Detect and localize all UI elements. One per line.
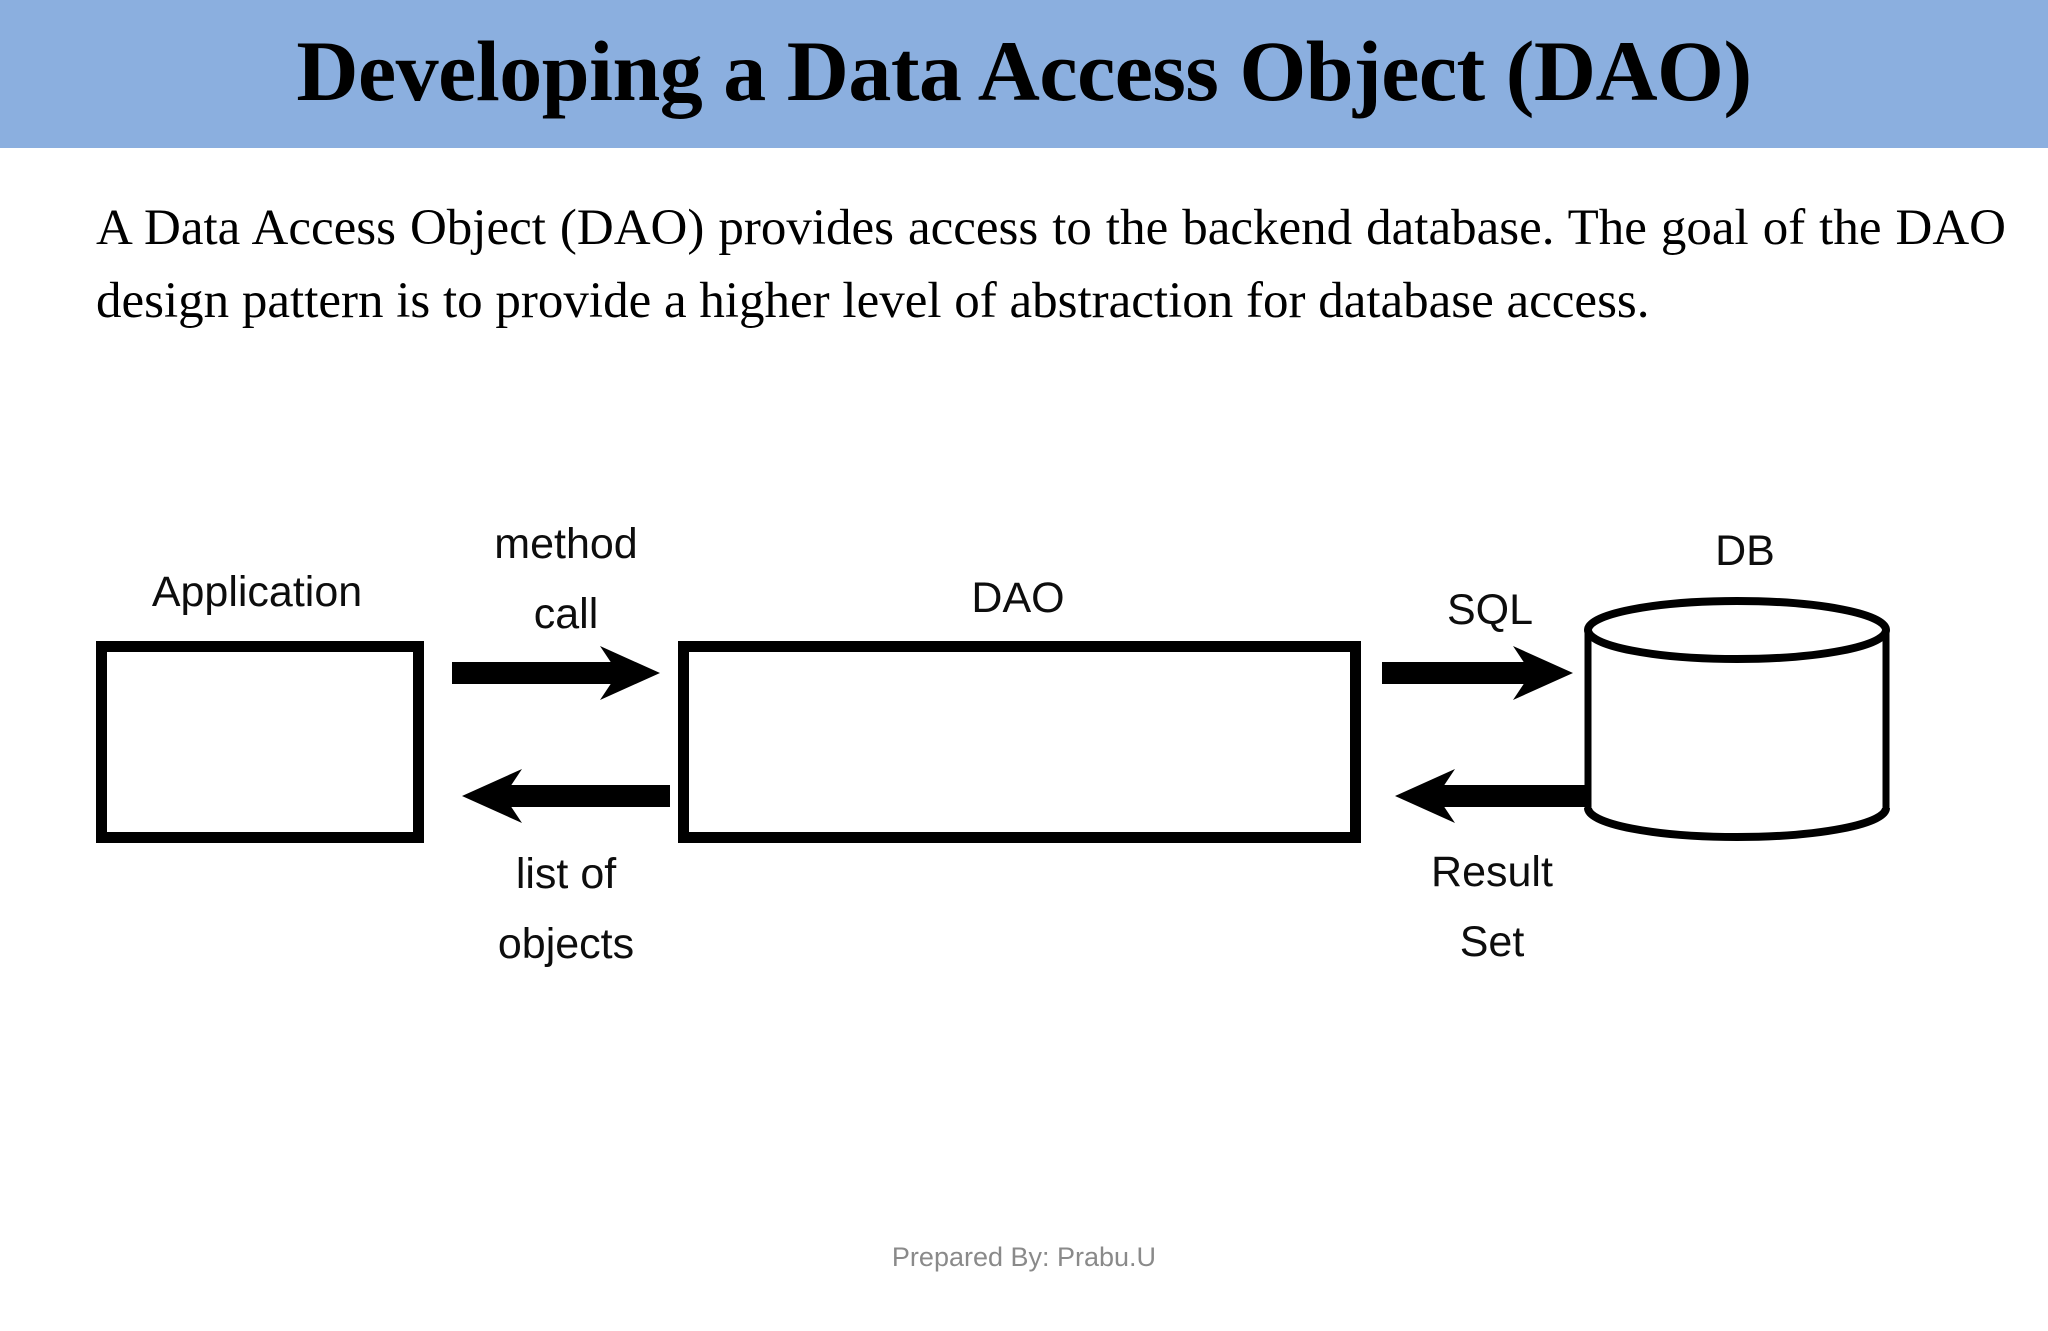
arrow-dao-to-app [462,769,670,823]
edge-label-objects: objects [497,920,635,968]
page-title: Developing a Data Access Object (DAO) [296,23,1752,119]
body-paragraph: A Data Access Object (DAO) provides acce… [96,200,2006,329]
arrow-dao-to-db [1382,646,1573,700]
edge-label-sql: SQL [1446,586,1534,634]
edge-label-set: Set [1459,918,1525,966]
title-band [0,0,2048,148]
node-dao-box [678,641,1361,843]
edge-label-list-of: list of [515,850,617,898]
arrow-app-to-dao [452,646,660,700]
edge-label-result: Result [1431,848,1553,896]
edge-label-method: method [494,520,638,568]
node-label-application: Application [151,568,363,616]
footer-credit: Prepared By: Prabu.U [891,1242,1157,1272]
arrow-db-to-dao [1395,769,1587,823]
node-label-db: DB [1715,527,1775,575]
node-label-dao: DAO [971,574,1065,622]
edge-label-call: call [533,590,599,638]
node-db-cylinder [1584,597,1890,841]
node-application-box [96,641,424,843]
